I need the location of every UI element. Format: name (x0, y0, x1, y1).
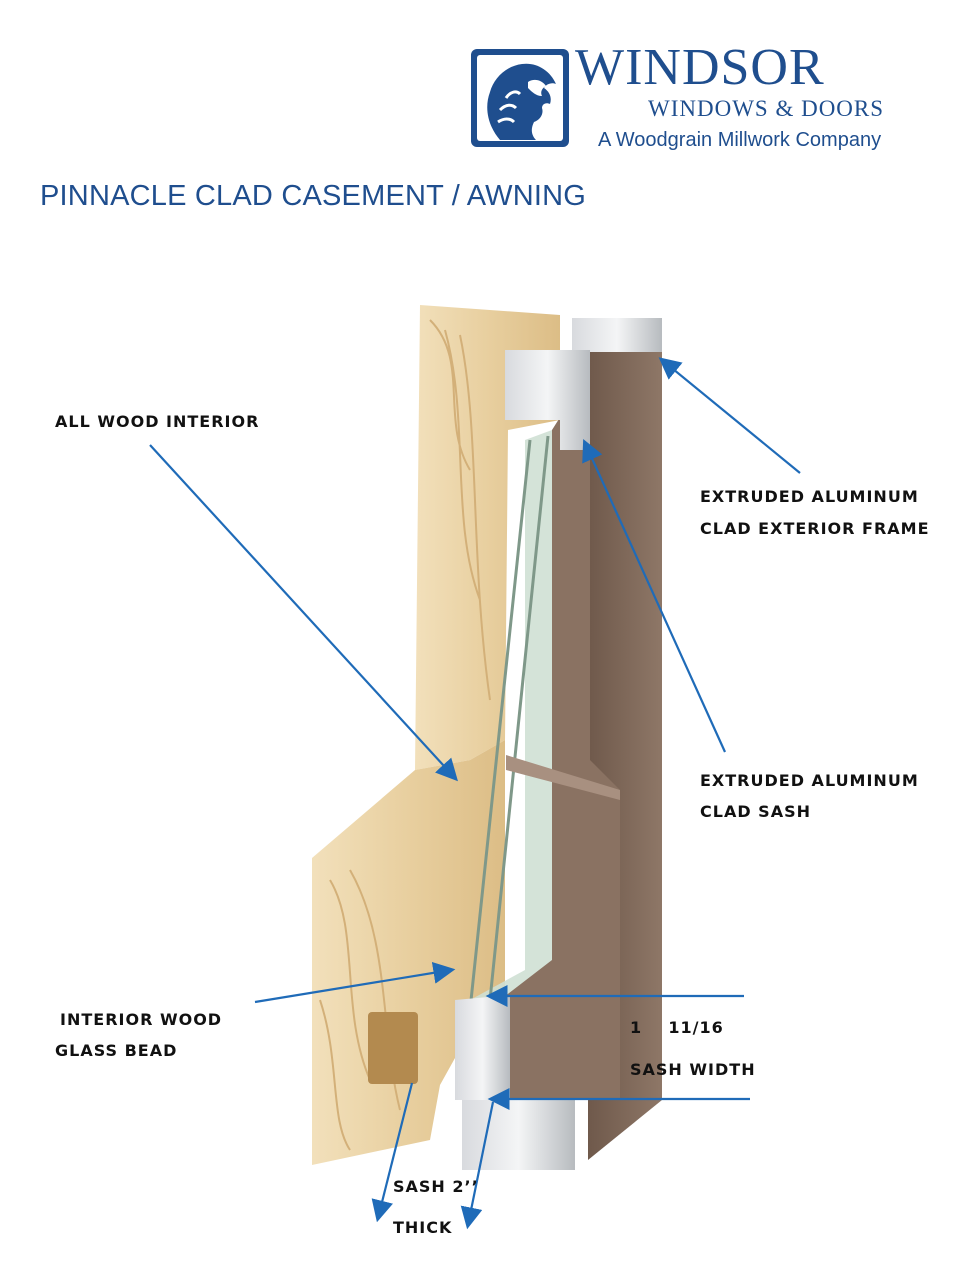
lion-logo-icon (471, 49, 569, 147)
label-glass-bead-line2: GLASS BEAD (55, 1041, 178, 1060)
leader-all-wood-interior (149, 444, 458, 782)
brand-name: WINDSOR (575, 39, 825, 96)
label-sash-width-value: 1 11/16 (630, 1018, 724, 1037)
wood-frame-vertical (415, 305, 560, 770)
leader-ext-frame (658, 357, 801, 474)
page-title: PINNACLE CLAD CASEMENT / AWNING (40, 180, 587, 212)
label-ext-frame-line2: CLAD EXTERIOR FRAME (700, 519, 930, 538)
leader-glass-bead (254, 961, 456, 1004)
label-all-wood-interior: ALL WOOD INTERIOR (55, 412, 260, 431)
leader-sash-thick-left (371, 1082, 414, 1223)
label-ext-frame-line1: EXTRUDED ALUMINUM (700, 487, 919, 506)
label-ext-sash-line1: EXTRUDED ALUMINUM (700, 771, 919, 790)
leader-ext-sash (582, 438, 727, 753)
leader-lines (149, 357, 801, 1230)
label-ext-sash-line2: CLAD SASH (700, 802, 811, 821)
label-glass-bead-line1: INTERIOR WOOD (60, 1010, 223, 1029)
aluminum-extrusions (455, 350, 590, 1170)
glass-unit (468, 430, 552, 1020)
leader-sash-thick-right (460, 1101, 495, 1230)
wood-frame-bottom (312, 740, 505, 1165)
label-sash-thick-line1: SASH 2’’ (393, 1177, 479, 1196)
brand-subline: WINDOWS & DOORS (648, 96, 885, 121)
label-sash-thick-line2: THICK (393, 1218, 453, 1237)
label-sash-width: SASH WIDTH (630, 1060, 756, 1079)
brand-tagline: A Woodgrain Millwork Company (598, 129, 882, 151)
clad-sash (500, 370, 620, 1100)
